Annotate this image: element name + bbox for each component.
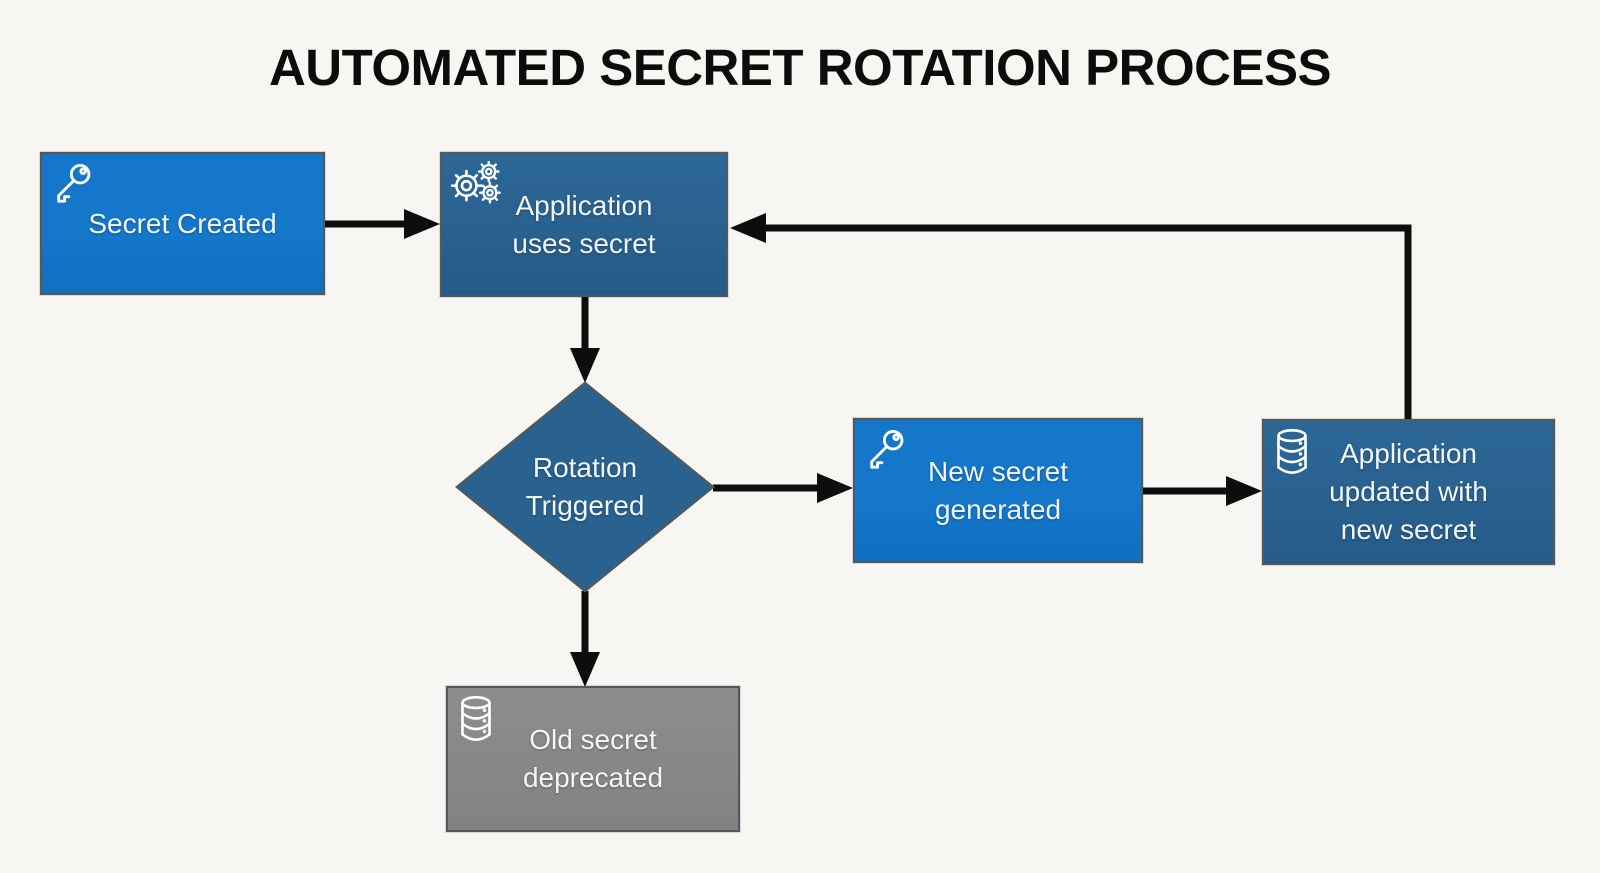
node-label: Old secret deprecated	[522, 724, 664, 793]
arrowhead-down-icon	[570, 348, 600, 383]
edge-application-updated-to-application-uses-secret	[730, 213, 1412, 419]
node-application-uses-secret: Application uses secret	[440, 152, 728, 297]
connector-line	[762, 224, 1412, 419]
arrowhead-left-icon	[730, 213, 766, 243]
edge-new-secret-generated-to-application-updated	[1143, 476, 1262, 506]
node-label: Application updated with new secret	[1329, 438, 1488, 545]
key-icon	[51, 161, 95, 205]
node-label: Rotation Triggered	[525, 452, 645, 521]
node-old-secret-deprecated: Old secret deprecated	[446, 686, 740, 832]
arrowhead-right-icon	[404, 209, 440, 239]
edge-application-uses-secret-to-rotation-triggered	[570, 297, 600, 383]
node-label: Application uses secret	[512, 189, 656, 259]
diagram-title: AUTOMATED SECRET ROTATION PROCESS	[268, 39, 1332, 96]
arrowhead-down-icon	[570, 652, 600, 687]
node-application-updated-with-new-secret: Application updated with new secret	[1262, 419, 1555, 565]
arrowhead-right-icon	[817, 473, 853, 503]
key-icon	[864, 427, 908, 471]
node-label: New secret generated	[927, 455, 1069, 525]
database-icon	[457, 695, 495, 742]
arrowhead-right-icon	[1226, 476, 1262, 506]
edge-rotation-triggered-to-old-secret-deprecated	[570, 591, 600, 687]
edge-secret-created-to-application-uses-secret	[325, 209, 440, 239]
node-secret-created: Secret Created	[40, 152, 325, 295]
gears-icon	[451, 161, 503, 208]
database-icon	[1273, 428, 1311, 475]
node-label: Secret Created	[88, 207, 277, 239]
node-new-secret-generated: New secret generated	[853, 418, 1143, 563]
diamond-shape	[455, 381, 715, 593]
node-rotation-triggered: Rotation Triggered	[447, 373, 723, 601]
edge-rotation-triggered-to-new-secret-generated	[713, 473, 853, 503]
